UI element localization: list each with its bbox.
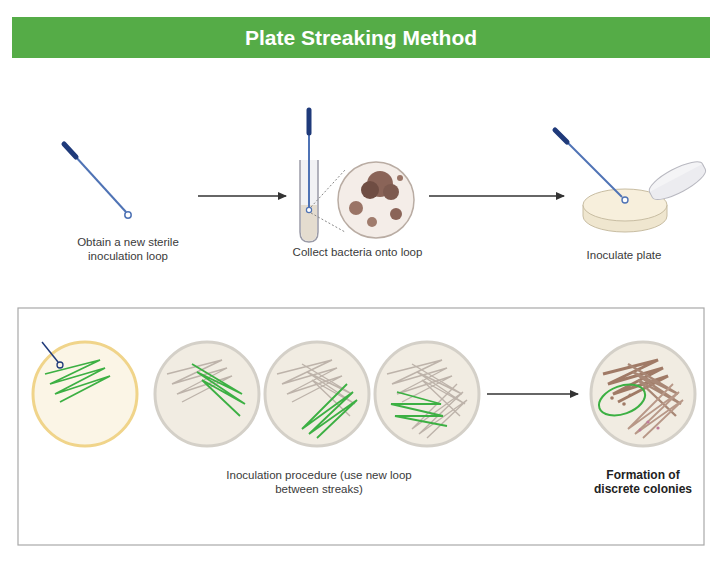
plate-5	[610, 396, 614, 400]
plate-1	[45, 360, 110, 402]
plate-2	[155, 342, 259, 446]
plate-2	[155, 342, 259, 446]
petri-dish	[566, 141, 622, 197]
title-band: Plate Streaking Method	[12, 17, 710, 58]
test-tube	[306, 207, 311, 212]
magnified-bacteria	[361, 181, 379, 199]
plate-2	[167, 360, 232, 402]
plate-5	[595, 379, 650, 422]
plate-4	[375, 342, 479, 446]
magnified-bacteria	[338, 162, 414, 238]
magnified-bacteria	[383, 184, 399, 200]
step-node: Inoculation procedure (use new loop betw…	[28, 338, 483, 508]
step-node: Formation of discrete colonies	[582, 338, 704, 508]
plate-5	[629, 394, 632, 397]
magnified-bacteria	[397, 175, 403, 181]
panel-border	[18, 308, 704, 545]
title-text: Plate Streaking Method	[245, 26, 477, 50]
plate-4	[391, 392, 447, 426]
test-tube	[301, 205, 317, 241]
plate-3	[302, 364, 355, 416]
plate-5	[646, 420, 649, 423]
plate-3	[265, 342, 369, 446]
step-node: Inoculate plate	[568, 120, 708, 285]
test-tube	[307, 110, 312, 133]
plate-4	[387, 360, 452, 402]
petri-dish	[555, 130, 710, 232]
test-tube	[308, 132, 310, 208]
flow-arrow	[198, 195, 286, 197]
magnified-bacteria	[349, 201, 363, 215]
step-caption: Collect bacteria onto loop	[290, 245, 425, 259]
plate-5	[591, 342, 695, 446]
step-node: Collect bacteria onto loop	[290, 105, 425, 290]
inoculation-loop	[125, 212, 131, 218]
plate-4	[375, 342, 479, 446]
plate-4	[412, 364, 465, 416]
magnified-bacteria	[311, 213, 345, 232]
plate-1	[33, 342, 137, 446]
flow-arrow	[429, 195, 564, 197]
plate-5	[591, 342, 695, 446]
step-caption: Obtain a new sterile inoculation loop	[62, 235, 194, 263]
test-tube	[300, 110, 318, 242]
plate-2	[192, 364, 245, 416]
inoculation-loop	[64, 144, 131, 218]
plate-5	[656, 426, 659, 429]
plate-3	[265, 342, 369, 446]
petri-dish	[645, 156, 709, 205]
plate-1	[42, 342, 58, 362]
plate-1	[57, 362, 63, 368]
plate-3	[277, 360, 342, 402]
magnified-bacteria	[390, 208, 402, 220]
magnified-bacteria	[367, 217, 377, 227]
step-caption: Inoculation procedure (use new loop betw…	[214, 468, 424, 496]
petri-dish	[650, 164, 710, 205]
result-caption: Formation of discrete colonies	[582, 468, 704, 496]
magnified-bacteria	[311, 162, 414, 238]
plate-5	[628, 384, 683, 438]
plate-3	[302, 384, 357, 438]
inoculation-loop	[75, 156, 126, 212]
step-caption: Inoculate plate	[568, 248, 680, 262]
plate-5	[639, 429, 642, 432]
inoculation-loop	[64, 144, 76, 157]
step-node: Obtain a new sterile inoculation loop	[62, 135, 194, 295]
plate-1	[33, 342, 137, 446]
plate-5	[622, 402, 626, 406]
flow-arrow	[487, 393, 578, 395]
petri-dish	[622, 197, 628, 203]
petri-dish	[555, 130, 567, 142]
